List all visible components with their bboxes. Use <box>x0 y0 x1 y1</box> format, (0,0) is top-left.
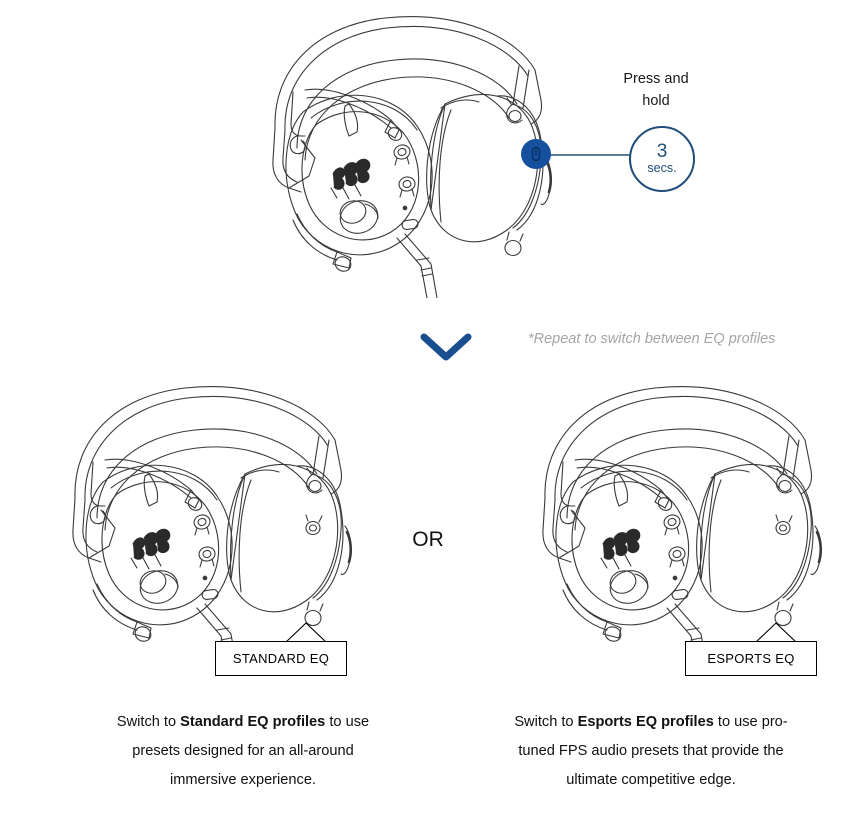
caption-standard-before: Switch to <box>116 714 181 730</box>
caption-standard: Switch to Standard EQ profiles to use pr… <box>98 708 388 795</box>
caption-esports-bold: Esports EQ profiles <box>577 714 714 730</box>
eq-callout-standard: STANDARD EQ <box>215 641 347 676</box>
duration-callout: 3 secs. <box>629 126 695 192</box>
or-separator-label: OR <box>412 528 444 551</box>
headset-illustration-esports <box>515 378 855 668</box>
press-and-hold-line-2: hold <box>642 93 670 109</box>
duration-unit: secs. <box>647 161 677 175</box>
eq-callout-esports: ESPORTS EQ <box>685 641 817 676</box>
caption-standard-after: to use presets designed for an all-aroun… <box>132 714 370 788</box>
headset-illustration-top <box>245 8 585 298</box>
power-button-icon[interactable] <box>521 139 551 169</box>
caption-standard-bold: Standard EQ profiles <box>180 714 326 730</box>
press-and-hold-label: Press and hold <box>602 68 710 112</box>
press-and-hold-line-1: Press and <box>623 71 689 87</box>
caption-esports: Switch to Esports EQ profiles to use pro… <box>500 708 802 795</box>
headset-illustration-standard <box>45 378 385 668</box>
duration-value: 3 <box>656 141 668 162</box>
caption-esports-after: to use pro-tuned FPS audio presets that … <box>518 714 788 788</box>
caption-esports-before: Switch to <box>514 714 578 730</box>
chevron-down-icon <box>418 330 474 369</box>
callout-leader-line <box>543 154 631 156</box>
repeat-note: *Repeat to switch between EQ profiles <box>528 331 776 347</box>
